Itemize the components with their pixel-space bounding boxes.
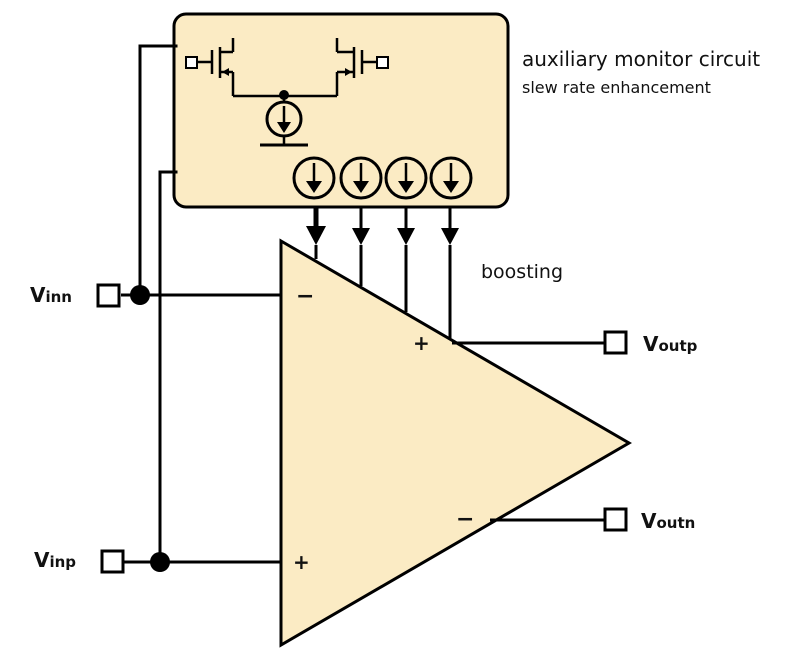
current-source-icon	[429, 156, 473, 200]
vinn-feedback-wire	[138, 44, 178, 296]
opamp-input-plus: +	[293, 550, 310, 574]
current-source-icon	[339, 156, 383, 200]
current-source-icon	[292, 156, 336, 200]
voutp-label: Voutp	[643, 332, 698, 356]
current-source-icon	[384, 156, 428, 200]
pmos-transistor-icon	[185, 38, 235, 96]
opamp-triangle	[279, 238, 632, 648]
vinn-label: Vinn	[30, 283, 72, 307]
voutp-terminal-square-icon[interactable]	[603, 330, 628, 355]
voutn-label: Voutn	[641, 509, 695, 533]
current-source-icon	[260, 100, 308, 147]
vinp-terminal-square-icon[interactable]	[100, 549, 125, 574]
vinn-node-dot	[130, 285, 150, 305]
pmos-transistor-icon	[335, 38, 389, 96]
voutn-terminal-square-icon[interactable]	[603, 507, 628, 532]
boosting-label: boosting	[481, 261, 563, 283]
boost-arrows	[306, 207, 459, 338]
vinp-label: Vinp	[34, 548, 76, 572]
vinp-node-dot	[150, 552, 170, 572]
aux-circuit-title: auxiliary monitor circuit	[522, 47, 760, 71]
aux-circuit-box	[172, 12, 510, 209]
aux-circuit-subtitle: slew rate enhancement	[522, 78, 711, 97]
vinn-terminal-square-icon[interactable]	[96, 283, 121, 308]
opamp-input-minus: −	[296, 284, 314, 309]
vinp-feedback-wire	[158, 170, 178, 564]
opamp-output-minus: −	[456, 507, 474, 532]
opamp-output-plus: +	[413, 331, 430, 355]
